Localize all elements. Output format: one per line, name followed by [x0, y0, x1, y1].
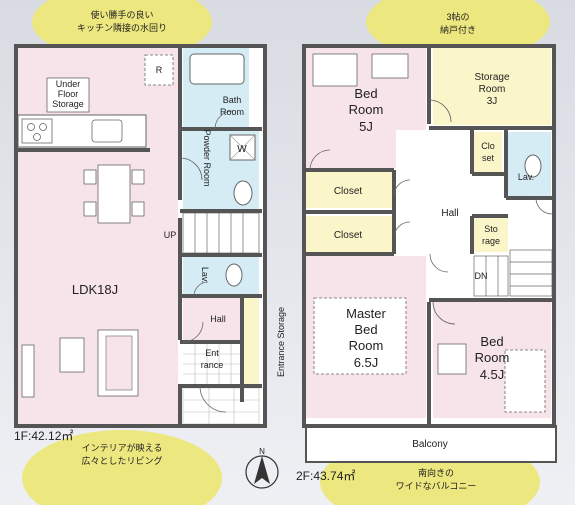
callout-texts: 使い勝手の良い キッチン隣接の水回り インテリアが映える 広々としたリビング 3…: [77, 9, 476, 491]
dining-chairs: [83, 169, 145, 217]
closet-small-label-1: Clo: [481, 141, 495, 151]
under-floor-storage: [46, 77, 90, 113]
refrigerator-label: R: [156, 65, 163, 75]
bed-room-5j-label-3: 5J: [359, 119, 373, 134]
under-floor-storage-label-1: Under: [56, 79, 81, 89]
hall-2f-label: Hall: [441, 208, 458, 219]
entrance-storage: [244, 298, 259, 402]
bed-room-45j-label-3: 4.5J: [480, 367, 505, 382]
powder-room-label: Powder Room: [202, 129, 212, 186]
toilet-1f: [225, 263, 243, 287]
balcony-label: Balcony: [412, 439, 448, 450]
bath-room-label-1: Bath: [223, 95, 242, 105]
closet-2: [306, 216, 392, 252]
area-1f: 1F:42.12㎡: [14, 429, 73, 443]
bath-room-label-2: Room: [220, 107, 244, 117]
bed-room-5j-desk: [371, 53, 409, 79]
stairs-2f: [473, 249, 553, 297]
master-bed-room-label-1: Master: [346, 306, 386, 321]
toilet-2f: [524, 154, 542, 178]
lav-1f: [183, 256, 259, 294]
tv-board: [21, 344, 35, 398]
storage-small-label-2: rage: [482, 236, 500, 246]
master-bed-room-label-3: Room: [349, 338, 384, 353]
master-bed: [313, 297, 407, 375]
master-bed-room-label-2: Bed: [354, 322, 377, 337]
floor-2: [302, 44, 557, 463]
storage-room-label-2: Room: [479, 84, 506, 95]
floor-1: [14, 44, 267, 428]
closet-2-label: Closet: [334, 230, 363, 241]
callout-1f-top-line2: キッチン隣接の水回り: [77, 22, 167, 33]
floor2-walls: [302, 44, 556, 428]
closet-small: [474, 132, 502, 172]
area-labels: 1F:42.12㎡ 2F:43.74㎡: [14, 429, 355, 483]
entrance-label-1: Ent: [205, 348, 219, 358]
callout-2f-top-line2: 納戸付き: [440, 24, 476, 35]
callout-2f-top-line1: 3帖の: [446, 11, 469, 22]
washbasin: [233, 180, 253, 206]
storage-small-label-1: Sto: [484, 224, 498, 234]
closet-small-label-2: set: [482, 153, 495, 163]
up-label: UP: [164, 230, 177, 240]
storage-room-3j: [433, 48, 551, 125]
bed-room-45j-desk: [437, 343, 467, 375]
compass-north-label: N: [259, 447, 265, 456]
floor1-labels: Under Floor Storage R Bath Room Powder R…: [52, 65, 286, 377]
dn-label: DN: [475, 271, 488, 281]
floor1-doors: [179, 110, 234, 413]
entrance-label-2: rance: [201, 360, 224, 370]
area-2f: 2F:43.74㎡: [296, 469, 355, 483]
stove: [21, 118, 53, 144]
callout-1f-bottom-line1: インテリアが映える: [82, 442, 163, 453]
sink: [91, 119, 123, 143]
entrance-storage-label: Entrance Storage: [276, 307, 286, 377]
under-floor-storage-label-2: Floor: [58, 89, 79, 99]
hall-1f-label: Hall: [210, 314, 226, 324]
closet-1: [306, 172, 392, 208]
refrigerator-space: [144, 54, 174, 86]
compass: [245, 455, 279, 489]
callout-2f-bottom-line2: ワイドなバルコニー: [396, 481, 477, 491]
bed-room-5j-label-1: Bed: [354, 86, 377, 101]
closet-1-label: Closet: [334, 186, 363, 197]
storage-room-label-3: 3J: [487, 96, 498, 107]
callout-1f-top-line1: 使い勝手の良い: [90, 9, 153, 20]
callout-1f-bottom-bg: [22, 430, 222, 510]
bed-room-5j-bed: [312, 53, 358, 87]
stairs-1f: [182, 212, 260, 254]
floor1-walls: [14, 44, 267, 428]
bathtub: [189, 53, 245, 85]
dining-table: [97, 164, 131, 224]
bed-room-5j-label-2: Room: [349, 102, 384, 117]
storage-room-label-1: Storage: [474, 72, 509, 83]
lav-1f-label: Lav.: [200, 267, 210, 283]
coffee-table: [59, 337, 85, 373]
floor2-doors: [309, 99, 553, 325]
entrance-tiles: [183, 344, 241, 384]
callout-1f-bottom-line2: 広々としたリビング: [81, 455, 162, 466]
bed-room-45j-label-2: Room: [475, 350, 510, 365]
storage-small: [474, 218, 508, 252]
bed-room-45j-label-1: Bed: [480, 334, 503, 349]
hall-1f: [183, 298, 241, 340]
callout-2f-bottom-line1: 南向きの: [418, 467, 454, 478]
under-floor-storage-label-3: Storage: [52, 99, 84, 109]
lav-2f-label: Lav.: [518, 172, 534, 182]
porch-tiles: [182, 387, 260, 425]
floor2-labels: Bed Room 5J Storage Room 3J Closet Close…: [334, 72, 534, 450]
ldk-label: LDK18J: [72, 282, 118, 297]
master-bed-room-label-4: 6.5J: [354, 355, 379, 370]
washer-label: W: [237, 144, 247, 155]
bed-room-45j-bed: [504, 349, 546, 413]
